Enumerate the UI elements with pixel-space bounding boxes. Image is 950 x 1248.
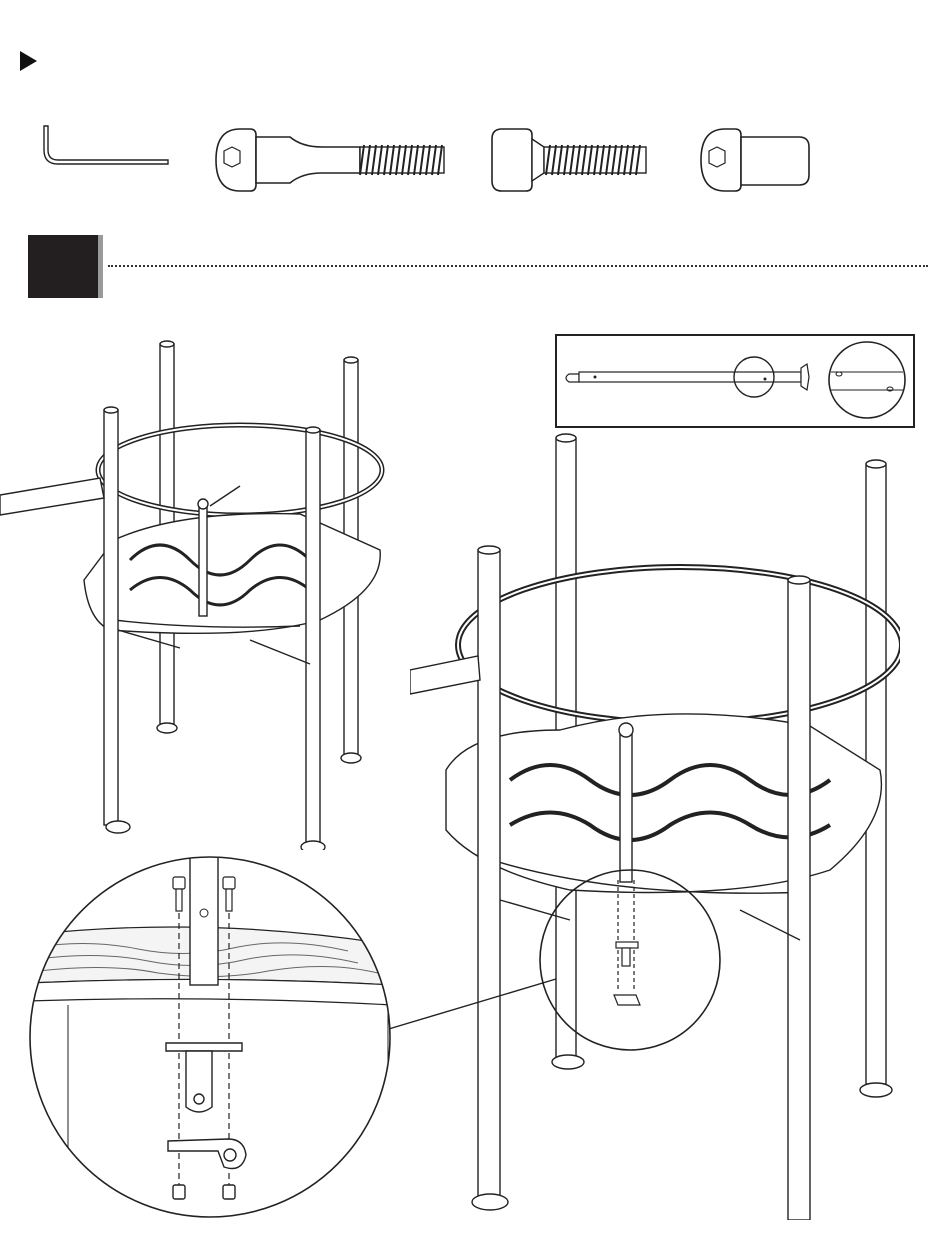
play-structure-right (410, 430, 900, 1220)
barrel-nut-icon (695, 125, 815, 195)
allen-wrench-icon (40, 120, 170, 175)
play-triangle-icon (20, 51, 37, 71)
bracket-detail-circle (28, 855, 393, 1220)
step-number-badge (28, 235, 98, 298)
detail-leader-line (380, 975, 560, 1035)
step-divider (108, 265, 928, 267)
button-bolt-icon (488, 125, 653, 195)
tube-detail-inset (555, 334, 917, 430)
play-structure-left (0, 330, 410, 850)
shoulder-bolt-icon (210, 125, 450, 195)
